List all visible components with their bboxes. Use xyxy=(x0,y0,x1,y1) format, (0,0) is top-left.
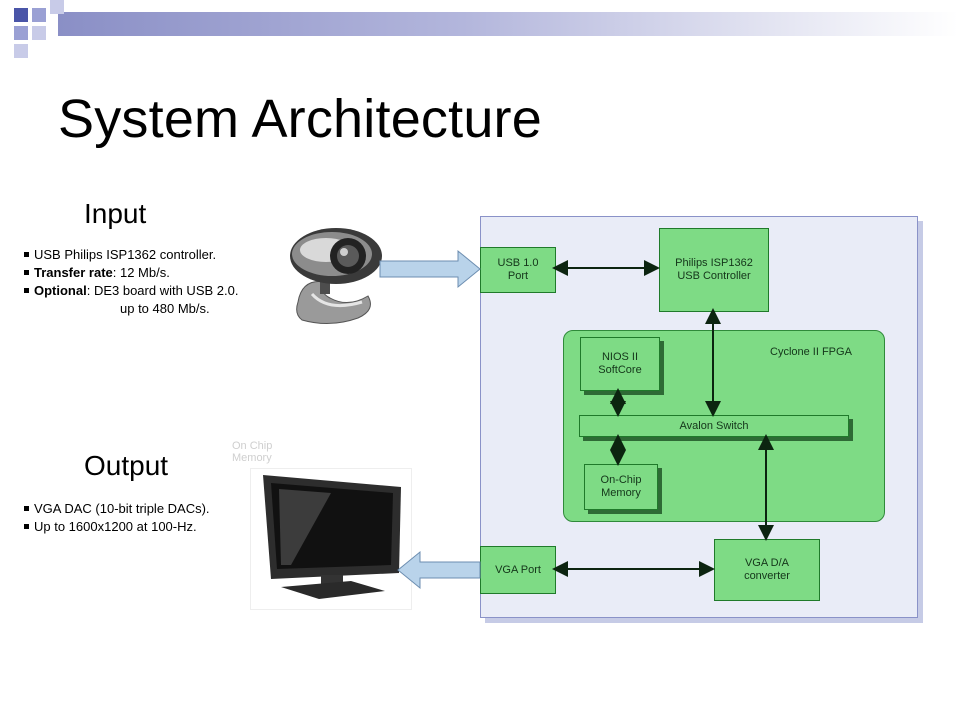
list-item: Transfer rate: 12 Mb/s. xyxy=(24,264,238,282)
slide-title: System Architecture xyxy=(58,89,542,149)
bullet-text: Up to 1600x1200 at 100-Hz. xyxy=(34,519,197,534)
output-heading: Output xyxy=(84,450,169,481)
bullet-square-icon xyxy=(24,524,29,529)
list-item: Up to 1600x1200 at 100-Hz. xyxy=(24,518,210,536)
block-label-line: USB 1.0 xyxy=(497,257,539,269)
header-square-decoration xyxy=(50,0,64,14)
block-label-line: Philips ISP1362 xyxy=(675,257,753,269)
output-bullet-list: VGA DAC (10-bit triple DACs). Up to 1600… xyxy=(24,500,210,536)
output-flow-arrow xyxy=(397,550,481,590)
input-flow-arrow xyxy=(379,249,481,289)
header-gradient-bar xyxy=(58,12,958,36)
block-label-line: Memory xyxy=(601,487,641,499)
block-label-line: NIOS II xyxy=(601,351,639,363)
header-square-decoration xyxy=(14,44,28,58)
bullet-bold-label: Transfer rate xyxy=(34,265,113,280)
ghost-label-line: Memory xyxy=(232,452,272,464)
header-square-decoration xyxy=(14,8,28,22)
block-label-line: VGA Port xyxy=(495,563,541,576)
block-label-line: On-Chip xyxy=(600,474,642,486)
vga-port-block: VGA Port xyxy=(480,546,556,594)
bullet-text: VGA DAC (10-bit triple DACs). xyxy=(34,501,210,516)
block-label-line: VGA D/A xyxy=(744,557,789,569)
bullet-square-icon xyxy=(24,506,29,511)
block-label-line: USB Controller xyxy=(677,270,751,282)
input-heading: Input xyxy=(84,198,147,229)
webcam-icon xyxy=(290,228,382,324)
bullet-square-icon xyxy=(24,252,29,257)
bullet-bold-label: Optional xyxy=(34,283,87,298)
list-item: VGA DAC (10-bit triple DACs). xyxy=(24,500,210,518)
header-square-decoration xyxy=(32,8,46,22)
header-square-decoration xyxy=(14,26,28,40)
monitor-icon xyxy=(263,475,401,599)
block-label-line: Port xyxy=(507,270,529,282)
header-square-decoration xyxy=(32,26,46,40)
webcam-image xyxy=(272,224,392,328)
bullet-text: : DE3 board with USB 2.0. xyxy=(86,283,239,298)
bullet-square-icon xyxy=(24,288,29,293)
bullet-text: : 12 Mb/s. xyxy=(112,265,170,280)
list-item: up to 480 Mb/s. xyxy=(24,300,238,318)
block-label-line: SoftCore xyxy=(598,364,642,376)
input-bullet-list: USB Philips ISP1362 controller. Transfer… xyxy=(24,246,238,318)
monitor-image xyxy=(250,468,412,610)
list-item: Optional: DE3 board with USB 2.0. xyxy=(24,282,238,300)
fpga-label: Cyclone II FPGA xyxy=(770,346,852,358)
bullet-text: up to 480 Mb/s. xyxy=(120,301,210,316)
ghost-label-line: On Chip xyxy=(232,440,273,452)
list-item: USB Philips ISP1362 controller. xyxy=(24,246,238,264)
bullet-square-icon xyxy=(24,270,29,275)
block-label-line: converter xyxy=(744,570,790,582)
bullet-text: USB Philips ISP1362 controller. xyxy=(34,247,217,262)
block-label-line: Avalon Switch xyxy=(679,419,749,432)
ghost-on-chip-memory-label: On Chip Memory xyxy=(232,440,272,464)
